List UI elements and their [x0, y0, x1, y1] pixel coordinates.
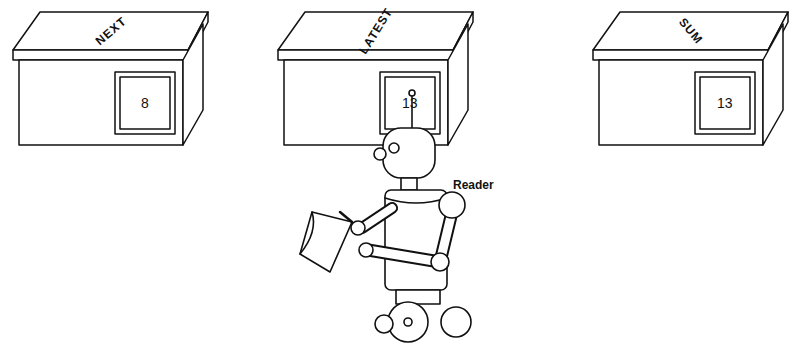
window-pane: [700, 77, 750, 129]
box-value: 13: [402, 95, 418, 111]
elbow-joint: [431, 253, 449, 271]
storage-box: LATEST13: [270, 10, 475, 150]
box-front: [599, 60, 763, 145]
window-pane: [385, 77, 435, 129]
robot-neck: [401, 178, 417, 190]
near-arm-fill: [362, 208, 392, 228]
paper-fold: [300, 212, 314, 254]
body-rim: [385, 198, 447, 203]
box-value: 8: [141, 95, 149, 111]
window-frame: [380, 72, 440, 134]
robot-head: [383, 128, 435, 178]
box-side: [763, 24, 783, 145]
box-side: [448, 24, 468, 145]
storage-box: SUM13: [585, 10, 790, 150]
window-pane: [120, 77, 170, 129]
box-front: [19, 60, 183, 145]
wheel-hub: [404, 318, 412, 326]
near-arm-outline: [362, 208, 392, 228]
box-side: [183, 24, 203, 145]
robot-hand: [359, 243, 373, 257]
antenna-tip: [409, 90, 415, 96]
robot-base: [396, 290, 440, 304]
robot-eye: [389, 143, 399, 153]
storage-box: NEXT8: [5, 10, 210, 150]
robot-nose: [374, 148, 386, 160]
lid-top: [13, 12, 208, 50]
window-frame: [115, 72, 175, 134]
forearm-outline: [368, 250, 440, 262]
shoulder-joint: [439, 192, 465, 218]
lid-front: [13, 50, 188, 60]
antenna: [411, 96, 413, 130]
robot-name: Reader: [453, 178, 494, 192]
robot-hand: [351, 221, 365, 235]
robot-wheel: [375, 315, 393, 333]
paper-sheet: [300, 212, 352, 272]
forearm-fill: [368, 250, 440, 262]
box-value: 13: [717, 95, 733, 111]
lid-top: [593, 12, 788, 50]
robot-wheel: [388, 302, 428, 342]
lid-front: [593, 50, 768, 60]
window-frame: [695, 72, 755, 134]
pen: [340, 212, 352, 222]
robot-wheel: [441, 307, 471, 337]
